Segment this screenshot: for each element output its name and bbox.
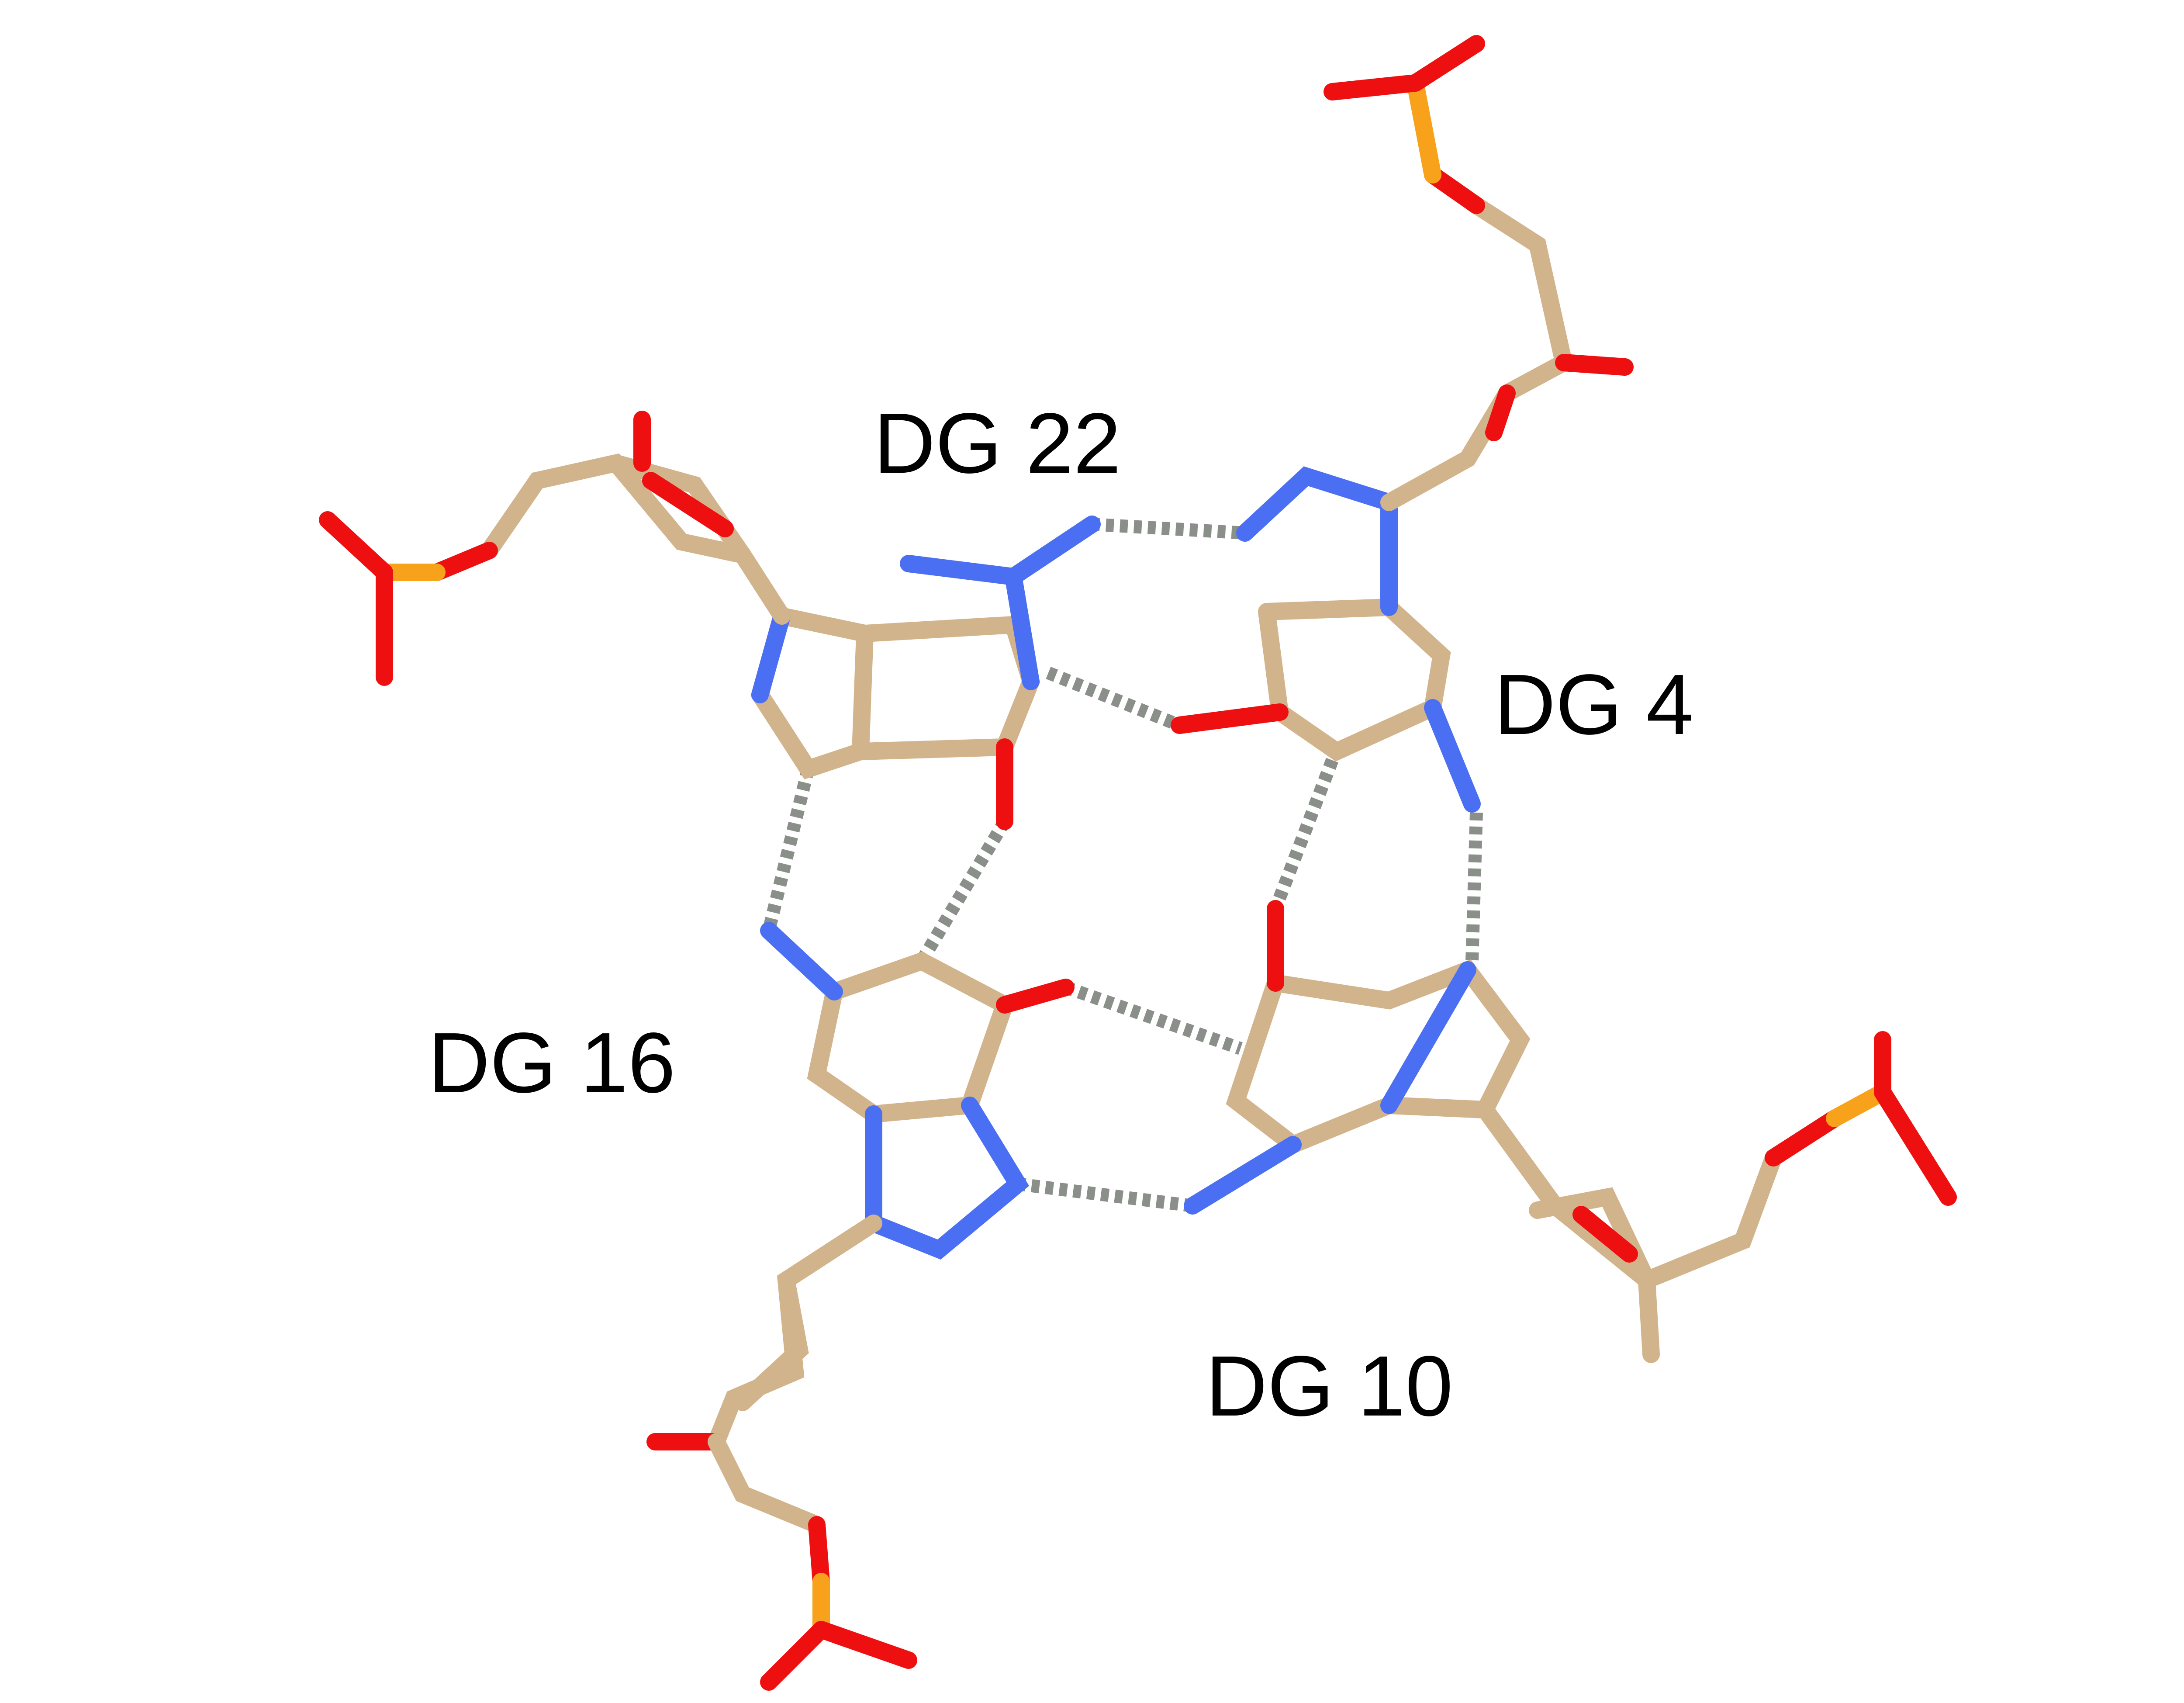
residue-label-dg4: DG 4: [1494, 657, 1693, 752]
residue-dg4: [1171, 35, 1634, 813]
hbond-16-10-b: [1017, 1177, 1193, 1212]
hbond-4-10-b: [1465, 812, 1483, 962]
hydrogen-bonds: [762, 518, 1483, 1212]
hbond-22-16-a: [762, 767, 815, 932]
hbond-22-4-a: [1092, 518, 1245, 540]
residue-label-dg16: DG 16: [428, 1015, 675, 1111]
hbond-22-16-b: [916, 818, 1010, 965]
residue-dg10: [1184, 900, 1957, 1363]
residue-label-dg10: DG 10: [1206, 1338, 1453, 1434]
hbond-4-10-a: [1269, 758, 1339, 911]
residue-dg16: [646, 922, 1075, 1691]
residue-label-dg22: DG 22: [874, 395, 1121, 491]
hbond-22-4-b: [1046, 667, 1182, 731]
hbond-16-10-a: [1064, 981, 1243, 1055]
residue-dg22: [319, 411, 1101, 830]
